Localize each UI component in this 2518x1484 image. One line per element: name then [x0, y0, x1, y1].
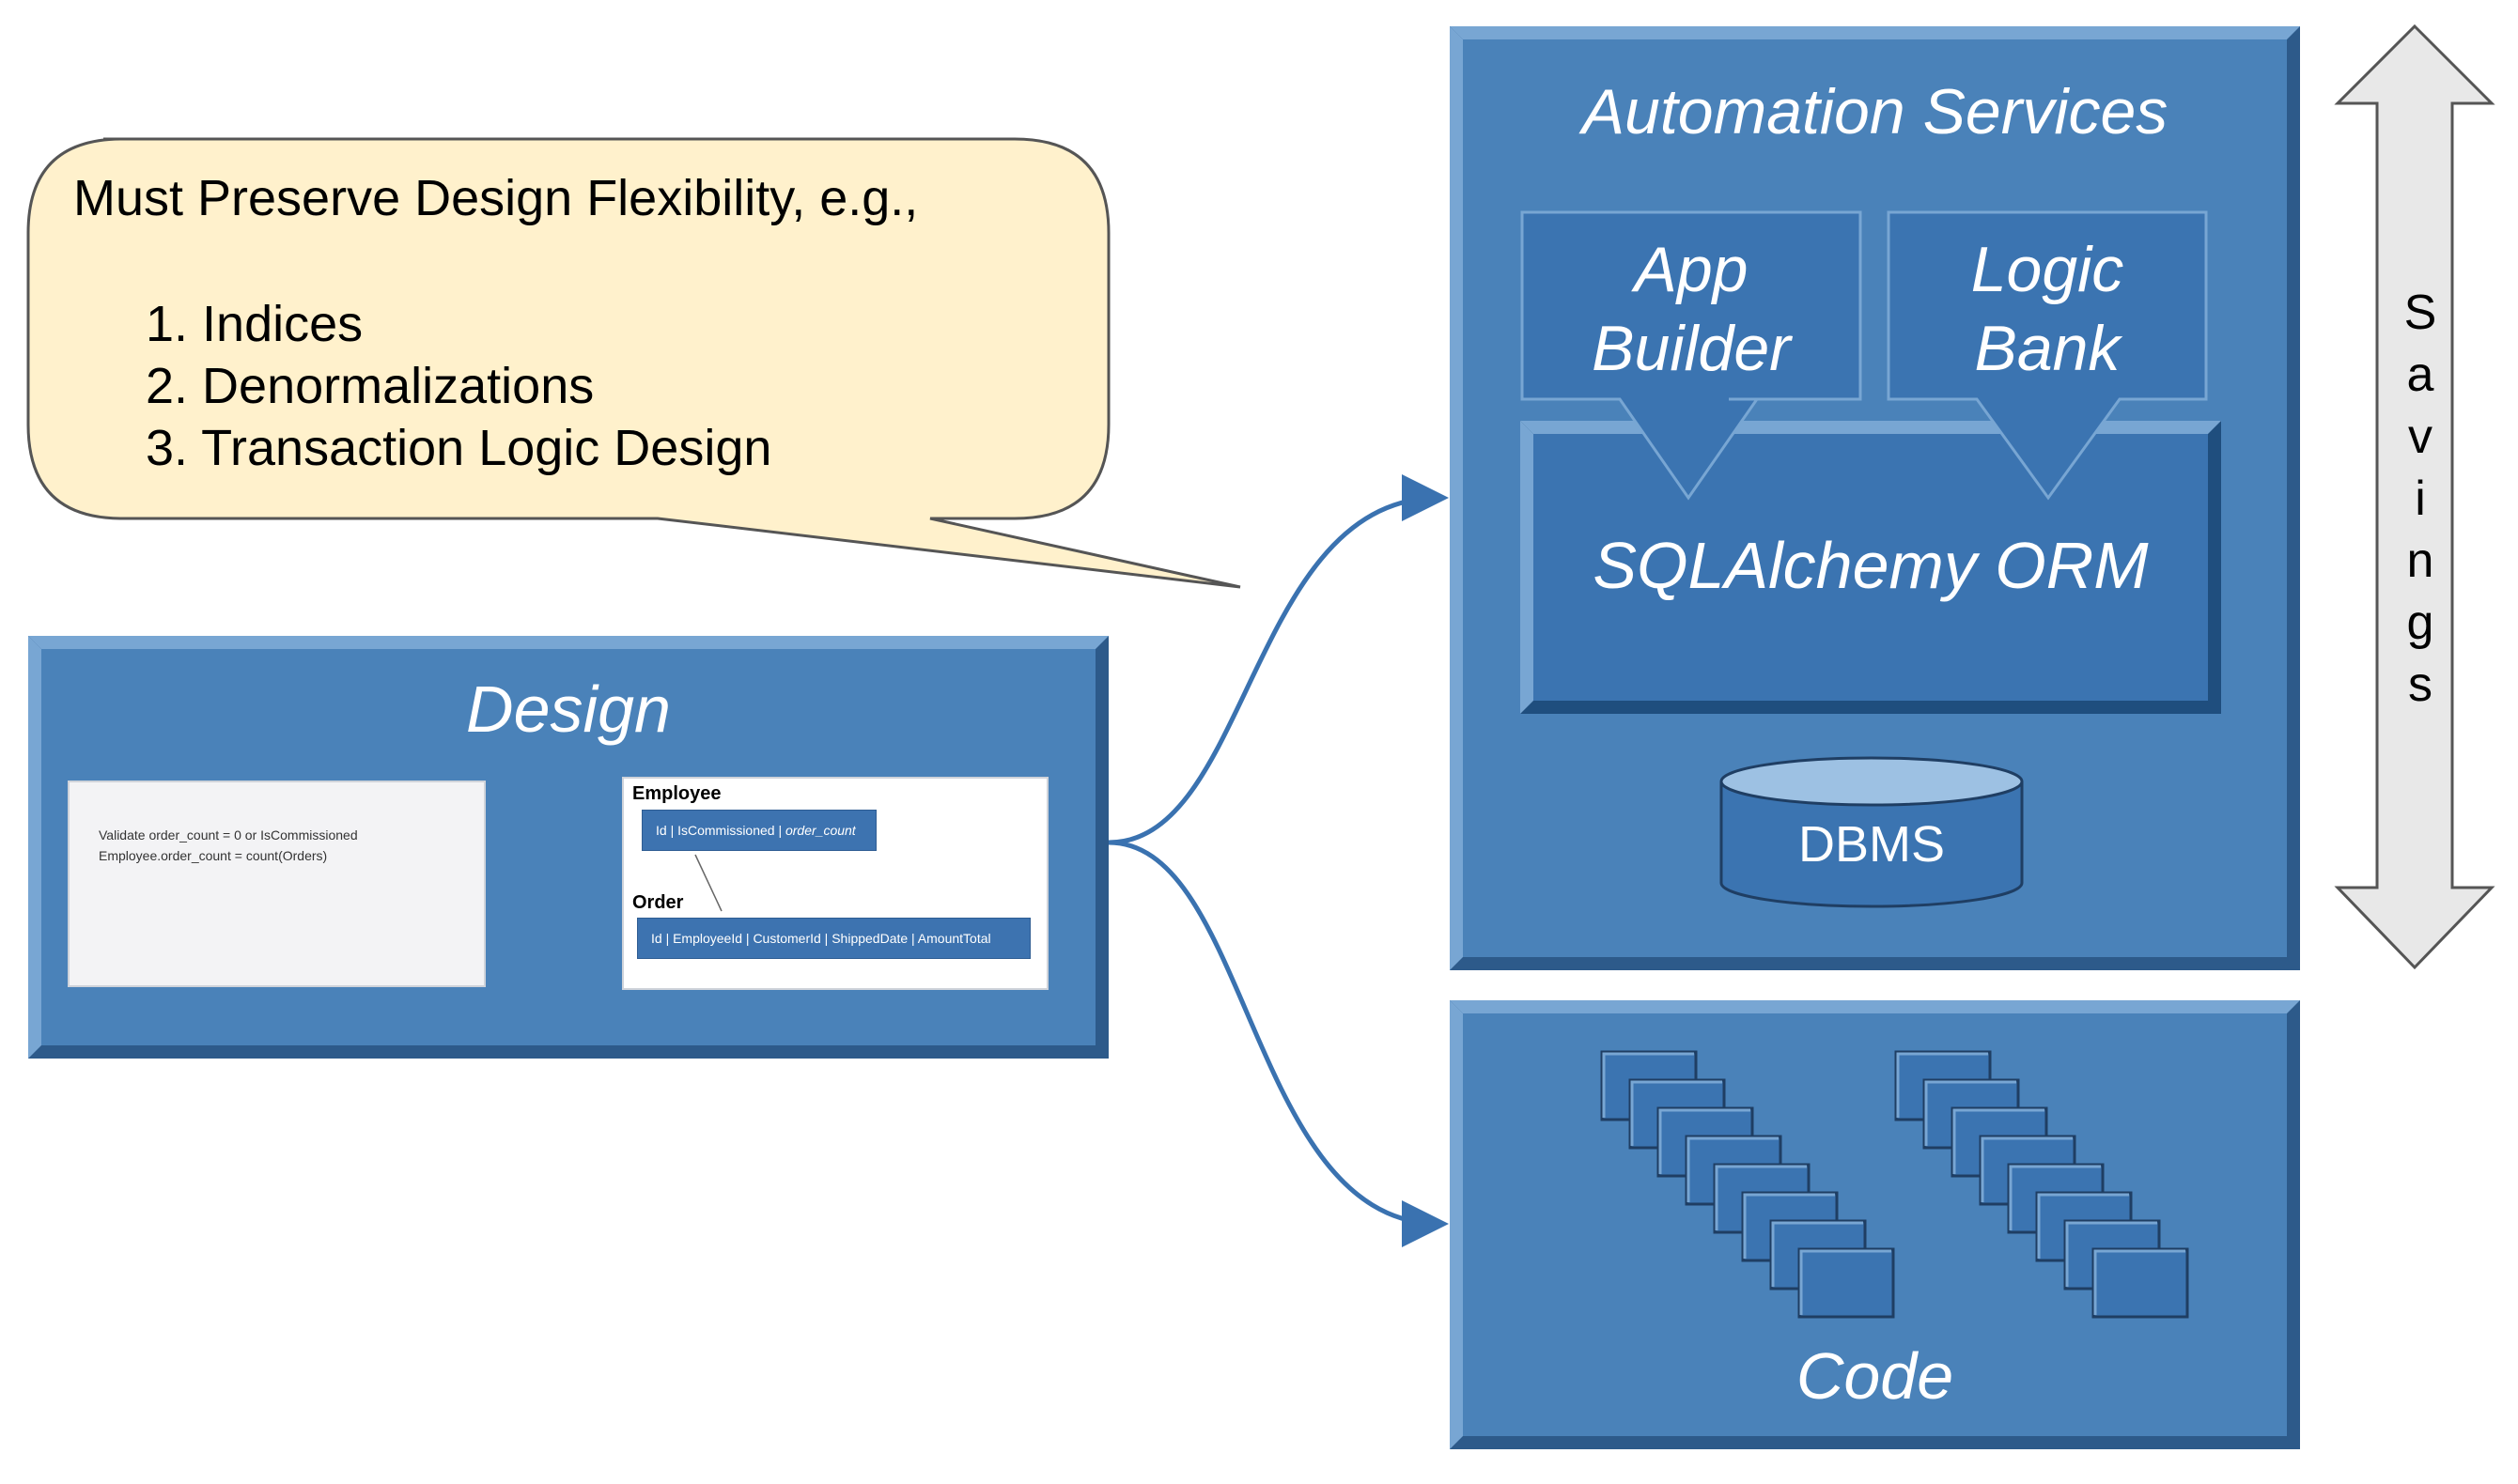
code-file-highlight	[1799, 1249, 1891, 1315]
erd-employee-fields: Id | IsCommissioned |	[656, 823, 785, 838]
connector-to-automation	[1108, 474, 1449, 845]
design-title: Design	[466, 672, 671, 746]
erd-order-fields: Id | EmployeeId | CustomerId | ShippedDa…	[651, 931, 991, 946]
napkin-line-2: Employee.order_count = count(Orders)	[99, 848, 328, 863]
app-builder-box	[1520, 210, 1862, 501]
dbms-cylinder	[1719, 756, 2024, 908]
code-file-highlight	[1715, 1165, 1807, 1230]
code-file-icon	[2091, 1247, 2189, 1319]
dbms-label: DBMS	[1797, 816, 1945, 873]
code-file-highlight	[1896, 1052, 1988, 1118]
erd-employee-box: Id | IsCommissioned | order_count	[642, 810, 877, 851]
savings-letter: i	[2415, 471, 2426, 526]
savings-letter: s	[2408, 657, 2433, 712]
savings-letter: S	[2403, 286, 2437, 340]
logic-bank-line-1: Logic	[1970, 234, 2124, 305]
logic-bank-label: Logic Bank	[1888, 230, 2206, 388]
code-file-highlight	[1658, 1108, 1750, 1174]
orm-box	[1520, 421, 2221, 714]
app-builder-label: App Builder	[1522, 230, 1860, 388]
code-file-highlight	[2065, 1221, 2157, 1287]
code-file-highlight	[1743, 1193, 1835, 1259]
code-file-highlight	[2037, 1193, 2129, 1259]
erd-order-label: Order	[632, 892, 684, 913]
callout-item-denormalizations: 2. Denormalizations	[146, 358, 595, 414]
callout-item-transaction-logic: 3. Transaction Logic Design	[146, 420, 772, 476]
napkin-image	[68, 781, 486, 987]
callout-heading: Must Preserve Design Flexibility, e.g.,	[73, 170, 919, 226]
app-builder-line-1: App	[1634, 234, 1749, 305]
savings-letter: n	[2406, 533, 2434, 588]
orm-label: SQLAlchemy ORM	[1593, 529, 2149, 602]
code-file-highlight	[1952, 1108, 2044, 1174]
automation-title: Automation Services	[1581, 76, 2168, 147]
code-panel	[1450, 1000, 2300, 1449]
savings-label: S a v i n g s	[2392, 282, 2448, 716]
code-file-highlight	[2093, 1249, 2185, 1315]
savings-letter: g	[2406, 595, 2434, 650]
logic-bank-line-2: Bank	[1974, 313, 2121, 384]
erd-order-box: Id | EmployeeId | CustomerId | ShippedDa…	[637, 918, 1031, 959]
napkin-line-1: Validate order_count = 0 or IsCommission…	[99, 827, 358, 842]
code-file-highlight	[1630, 1080, 1722, 1146]
code-file-highlight	[2009, 1165, 2101, 1230]
code-file-highlight	[1924, 1080, 2016, 1146]
callout-list: 1. Indices 2. Denormalizations 3. Transa…	[146, 293, 771, 479]
savings-letter: v	[2408, 410, 2433, 464]
callout-item-indices: 1. Indices	[146, 296, 364, 352]
app-builder-line-2: Builder	[1592, 313, 1791, 384]
code-title: Code	[1795, 1339, 1954, 1413]
code-file-highlight	[1981, 1136, 2073, 1202]
erd-employee-label: Employee	[632, 783, 722, 804]
logic-bank-box	[1887, 210, 2208, 501]
erd-employee-field-italic: order_count	[785, 823, 856, 838]
code-file-highlight	[1602, 1052, 1694, 1118]
code-file-stacks	[1600, 1050, 2189, 1319]
code-file-highlight	[1771, 1221, 1863, 1287]
savings-double-arrow	[2334, 23, 2495, 970]
savings-letter: a	[2406, 348, 2434, 402]
code-file-icon	[1797, 1247, 1895, 1319]
callout-bubble	[26, 137, 1241, 589]
connector-to-code	[1108, 840, 1449, 1247]
code-file-highlight	[1686, 1136, 1779, 1202]
